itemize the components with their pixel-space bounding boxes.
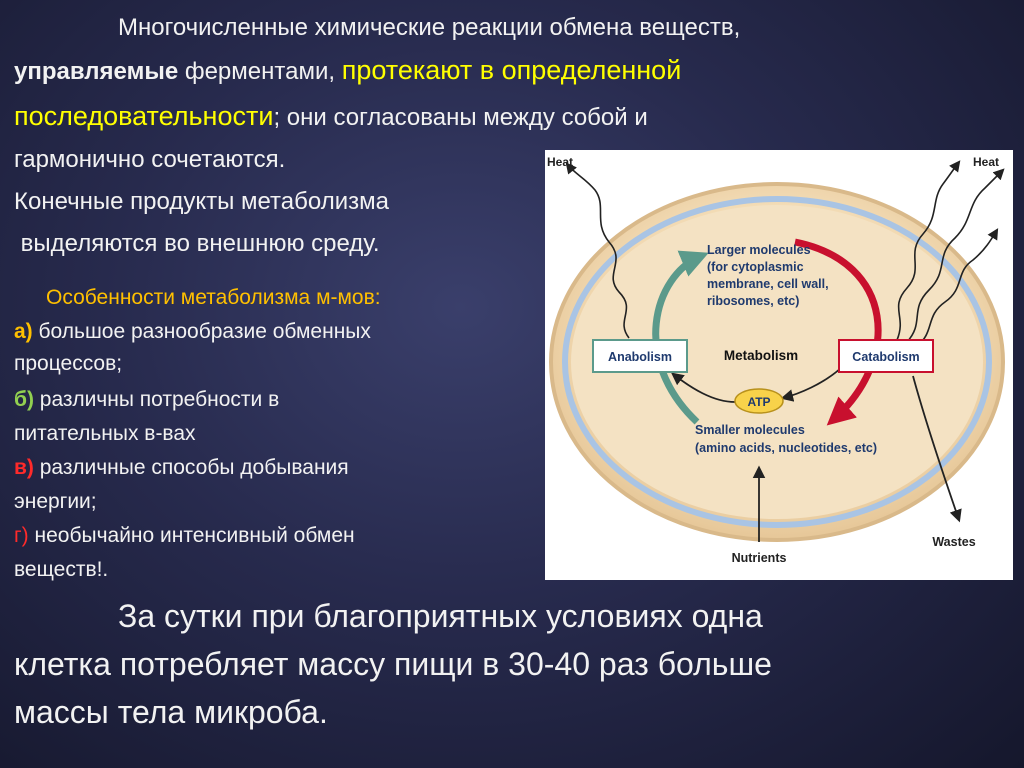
features-title: Особенности метаболизма м-мов: [46, 286, 381, 309]
feature-item: г) необычайно интенсивный обмен [14, 524, 355, 548]
intro-highlight: протекают в определенной [341, 55, 682, 85]
feature-item-cont: питательных в-вах [14, 422, 196, 445]
intro-line-1: Многочисленные химические реакции обмена… [118, 14, 741, 41]
intro-line-4: гармонично сочетаются. [14, 146, 286, 173]
feature-item: в) различные способы добывания [14, 456, 349, 480]
feature-text: различны потребности в [33, 388, 280, 411]
feature-item: а) большое разнообразие обменных [14, 320, 371, 344]
feature-item-cont: энергии; [14, 490, 97, 513]
larger-molecules-label: Larger molecules [707, 243, 811, 257]
wastes-arrow [912, 375, 962, 523]
metabolism-diagram-svg: Heat Heat Larger molecules (for cytoplas… [547, 155, 1005, 565]
bottom-line-2: клетка потребляет массу пищи в 30-40 раз… [14, 646, 772, 682]
larger-molecules-detail-3: ribosomes, etc) [707, 294, 799, 308]
cytoplasm [571, 205, 983, 519]
feature-marker: г) [14, 524, 29, 547]
catabolism-arrow [794, 238, 882, 426]
anabolism-label: Anabolism [608, 350, 672, 364]
bottom-line-1: За сутки при благоприятных условиях одна [118, 598, 763, 634]
feature-item-cont: веществ!. [14, 558, 109, 581]
intro-text: ферментами, [178, 58, 342, 85]
heat-arrow-right-3 [916, 228, 999, 347]
energy-arrow-atp-anabolism [671, 372, 736, 403]
larger-molecules-detail-1: (for cytoplasmic [707, 260, 804, 274]
intro-highlight: последовательности [14, 101, 274, 131]
catabolism-box [838, 339, 934, 373]
intro-text: ; они согласованы между собой и [273, 104, 648, 131]
feature-marker: в) [14, 456, 34, 479]
anabolism-arrow [652, 250, 709, 425]
heat-label-left: Heat [547, 155, 573, 169]
atp-label: ATP [747, 395, 770, 409]
energy-arrow-catabolism-atp [780, 367, 842, 402]
heat-label-right: Heat [973, 155, 999, 169]
feature-item-cont: процессов; [14, 352, 123, 375]
feature-marker: а) [14, 320, 33, 343]
feature-item: б) различны потребности в [14, 388, 279, 412]
wastes-label: Wastes [932, 535, 975, 549]
heat-arrow-right-1 [896, 160, 961, 341]
intro-line-2: управляемые ферментами, протекают в опре… [14, 56, 681, 86]
anabolism-box [592, 339, 688, 373]
intro-line-3: последовательности; они согласованы межд… [14, 102, 648, 132]
heat-arrow-right-2 [906, 168, 1005, 343]
metabolism-label: Metabolism [724, 348, 798, 363]
smaller-molecules-detail: (amino acids, nucleotides, etc) [695, 441, 877, 455]
feature-text: различные способы добывания [33, 456, 349, 479]
catabolism-label: Catabolism [852, 350, 919, 364]
feature-text: необычайно интенсивный обмен [28, 524, 355, 547]
cell-membrane [562, 196, 992, 528]
nutrients-label: Nutrients [732, 551, 787, 565]
larger-molecules-detail-2: membrane, cell wall, [707, 277, 829, 291]
heat-arrow-left [565, 162, 630, 339]
feature-marker: б) [14, 388, 34, 411]
bottom-line-3: массы тела микроба. [14, 694, 328, 730]
smaller-molecules-label: Smaller molecules [695, 423, 805, 437]
intro-line-6: выделяются во внешнюю среду. [14, 230, 380, 257]
intro-line-5: Конечные продукты метаболизма [14, 188, 389, 215]
metabolism-diagram: Heat Heat Larger molecules (for cytoplas… [545, 150, 1013, 580]
atp-badge [734, 388, 784, 414]
feature-text: большое разнообразие обменных [32, 320, 371, 343]
intro-bold-word: управляемые [14, 58, 179, 85]
